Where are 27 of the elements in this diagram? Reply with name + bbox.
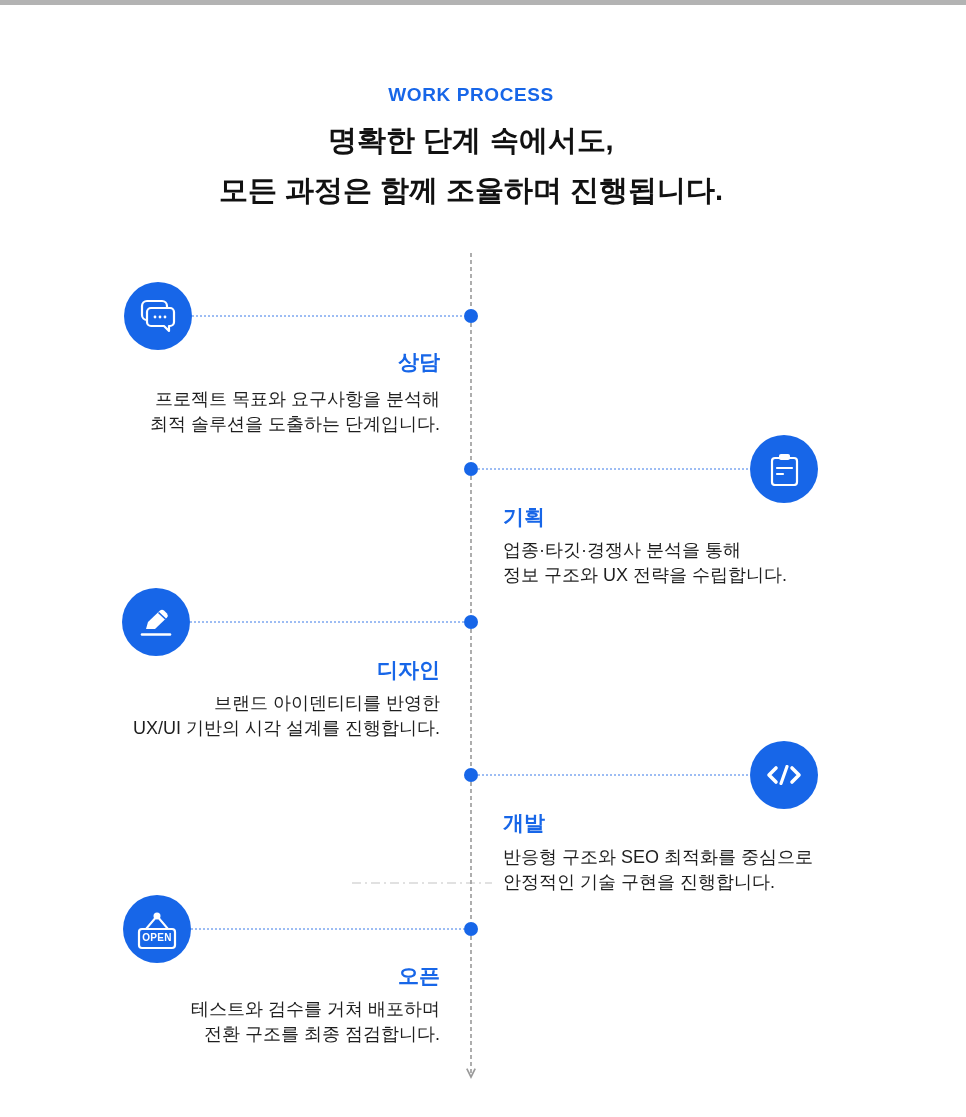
step-description: 테스트와 검수를 거쳐 배포하며 전환 구조를 최종 점검합니다. (191, 998, 440, 1046)
step-description: 프로젝트 목표와 요구사항을 분석해 최적 솔루션을 도출하는 단계입니다. (150, 388, 440, 436)
step-title: 상담 (398, 349, 440, 375)
timeline-dot (464, 462, 478, 476)
step-title: 디자인 (377, 657, 440, 683)
connector-line (191, 315, 465, 317)
connector-line (189, 621, 465, 623)
timeline-line (470, 475, 472, 616)
heading: 명확한 단계 속에서도, 모든 과정은 함께 조율하며 진행됩니다. (218, 123, 724, 208)
connector-line (190, 928, 465, 930)
step-title: 기획 (503, 504, 545, 530)
timeline-dot (464, 615, 478, 629)
step-description: 브랜드 아이덴티티를 반영한 UX/UI 기반의 시각 설계를 진행합니다. (133, 692, 440, 740)
sign-text: OPEN (142, 932, 172, 944)
section-label: WORK PROCESS (388, 83, 554, 107)
step-description: 반응형 구조와 SEO 최적화를 중심으로 안정적인 기술 구현을 진행합니다. (503, 846, 814, 894)
step-title: 개발 (503, 810, 545, 836)
step-title: 오픈 (398, 963, 440, 989)
connector-line (477, 468, 751, 470)
timeline-line (470, 322, 472, 463)
step-description: 업종·타깃·경쟁사 분석을 통해 정보 구조와 UX 전략을 수립합니다. (503, 539, 787, 587)
timeline-dot (464, 309, 478, 323)
timeline-dot (464, 922, 478, 936)
timeline-dot (464, 768, 478, 782)
connector-line (477, 774, 751, 776)
timeline-line (470, 628, 472, 769)
timeline-arrow (465, 935, 477, 1078)
